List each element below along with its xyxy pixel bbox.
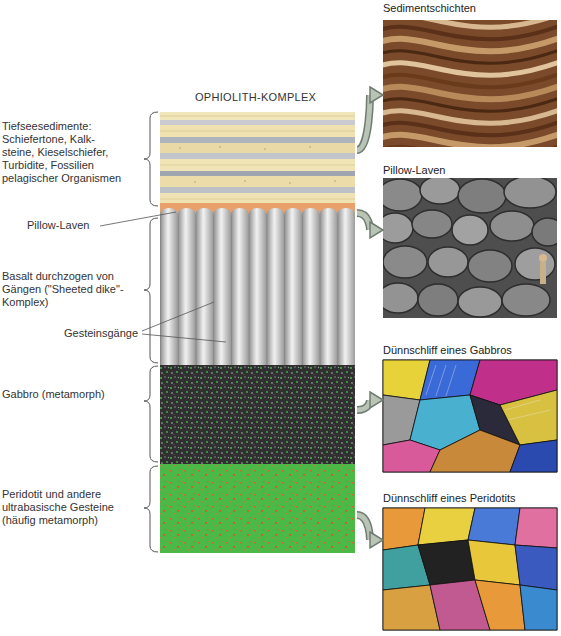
sediment-band: Tiefseesedimente: Schiefertone, Kalk- st… (0, 108, 357, 205)
photo-box: Dünnschliff eines Peridotits (383, 492, 557, 630)
arrow-head (370, 222, 383, 238)
photo-caption: Dünnschliff eines Gabbros (383, 344, 557, 357)
photo-box: Sedimentschichten (383, 2, 557, 147)
layer-label: Gabbro (metamorph) (2, 388, 130, 401)
sheeted-dikes (160, 208, 355, 365)
sediment-layers (160, 112, 355, 205)
diagram-title: OPHIOLITH-KOMPLEX (195, 91, 316, 104)
dike-band: Basalt durchzogen von Gängen ("Sheeted d… (0, 235, 357, 363)
pillow-photo (383, 178, 557, 318)
gabbro-layer (160, 365, 355, 464)
arrow-head (370, 392, 383, 408)
arrow-body (357, 515, 370, 540)
photo-box: Dünnschliff eines Gabbros (383, 344, 557, 472)
photo-caption: Sedimentschichten (383, 2, 557, 15)
arrow-head (370, 87, 383, 103)
gabbro-thin-section (383, 360, 557, 472)
arrow-connector (357, 213, 383, 238)
arrow-connector (357, 392, 383, 410)
peridotite-band: Peridotit und andere ultrabasische Geste… (0, 465, 357, 555)
arrow-head (370, 532, 383, 548)
arrow-body (357, 95, 370, 150)
peridotite-layer (160, 464, 355, 553)
arrow-body (357, 213, 370, 230)
layer-label: Basalt durchzogen von Gängen ("Sheeted d… (2, 270, 130, 309)
gabbro-band: Gabbro (metamorph) (0, 365, 357, 463)
photo-box: Pillow-Laven (383, 164, 557, 318)
arrow-outline (357, 515, 370, 540)
layer-label: Tiefseesedimente: Schiefertone, Kalk- st… (2, 120, 130, 185)
part-label: Gesteinsgänge (0, 327, 138, 340)
layer-label: Pillow-Laven (27, 219, 137, 232)
brackets (144, 112, 158, 552)
arrow-body (357, 400, 370, 410)
photo-caption: Dünnschliff eines Peridotits (383, 492, 557, 505)
peridotite-thin-section (383, 508, 557, 630)
arrow-connector (357, 515, 383, 548)
layer-label: Peridotit und andere ultrabasische Geste… (2, 488, 134, 527)
arrow-outline (357, 213, 370, 230)
sediment-photo (383, 20, 557, 147)
arrow-outline (357, 400, 370, 410)
photo-caption: Pillow-Laven (383, 164, 557, 177)
leader-lines (100, 212, 226, 342)
arrow-connector (357, 87, 383, 150)
arrow-outline (357, 95, 370, 150)
pillow-band: Pillow-Laven (0, 205, 357, 235)
